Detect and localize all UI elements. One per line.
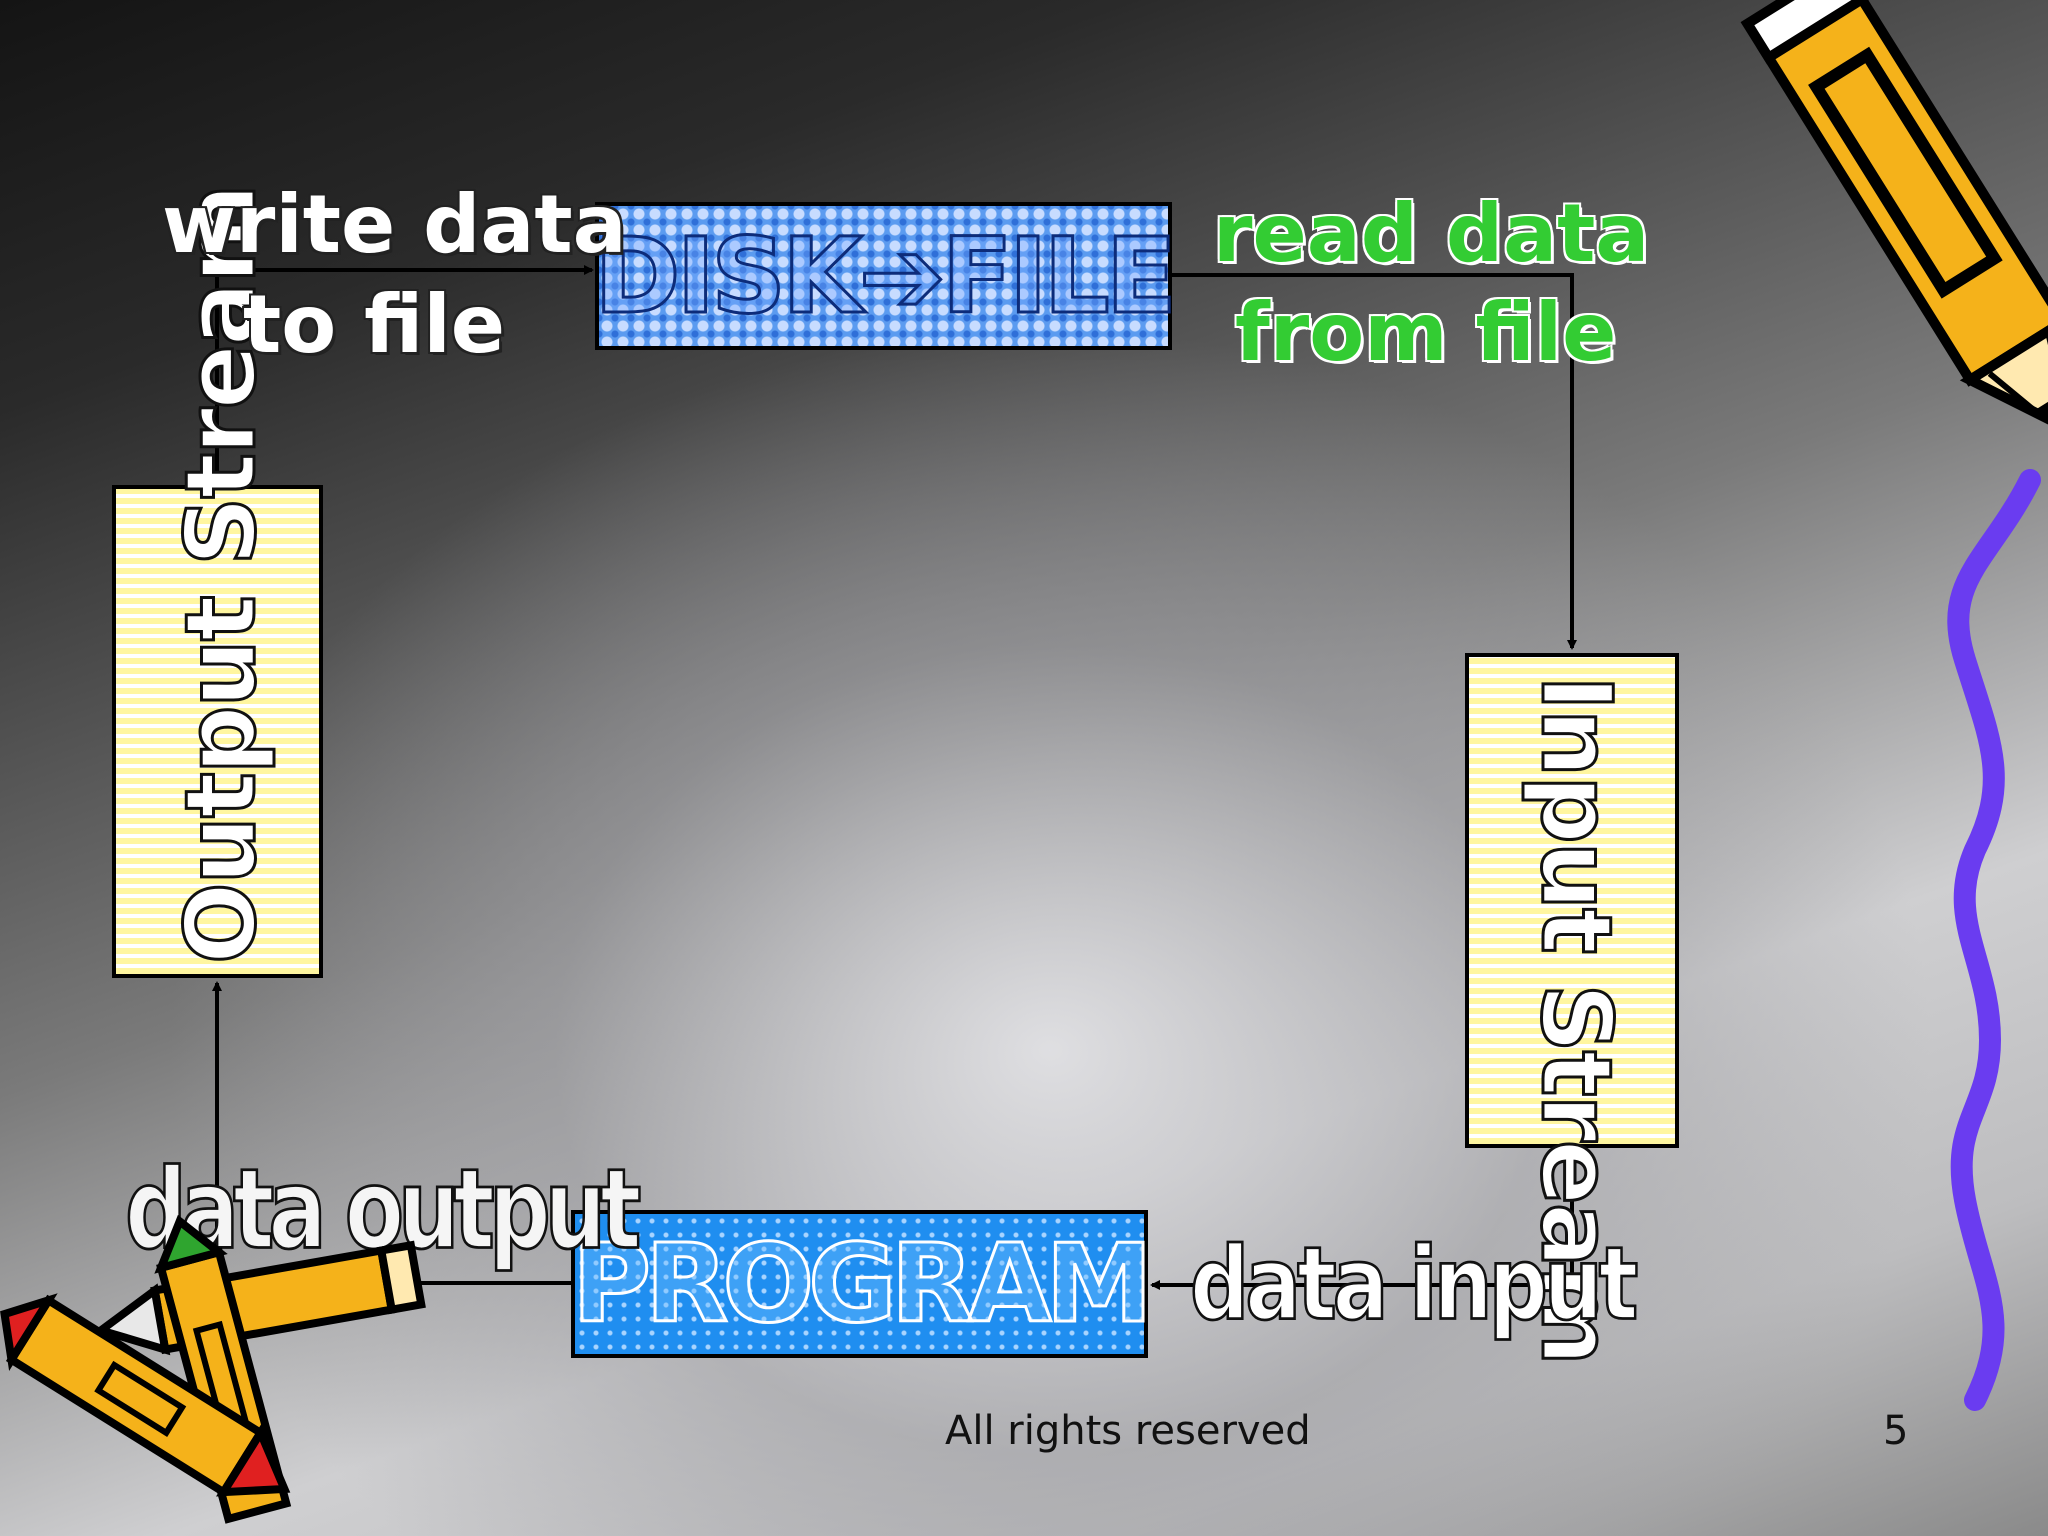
write-data-label: write data <box>162 178 627 271</box>
data-output-label: data output <box>124 1144 643 1276</box>
input-stream-label: Input Stream <box>1519 674 1634 1366</box>
program-box: PROGRAM <box>571 1210 1155 1358</box>
from-file-label: from file <box>1235 286 1617 379</box>
program-label: PROGRAM <box>571 1220 1155 1348</box>
disk-file-box: DISK➔FILE <box>593 202 1179 350</box>
read-data-label: read data <box>1213 187 1650 280</box>
input-stream-box: Input Stream <box>1465 653 1679 1366</box>
page-number: 5 <box>1883 1408 1909 1454</box>
output-stream-label: Output Stream <box>164 184 279 966</box>
arrow-data-input <box>1150 1148 1574 1290</box>
arrow-read-from-file <box>1172 273 1577 650</box>
arrow-write-to-file <box>215 265 594 485</box>
to-file-label: to file <box>243 278 506 371</box>
disk-file-label: DISK➔FILE <box>593 214 1179 339</box>
output-stream-box: Output Stream <box>112 184 323 978</box>
data-input-label: data input <box>1189 1224 1640 1344</box>
footer-rights: All rights reserved <box>945 1408 1311 1454</box>
